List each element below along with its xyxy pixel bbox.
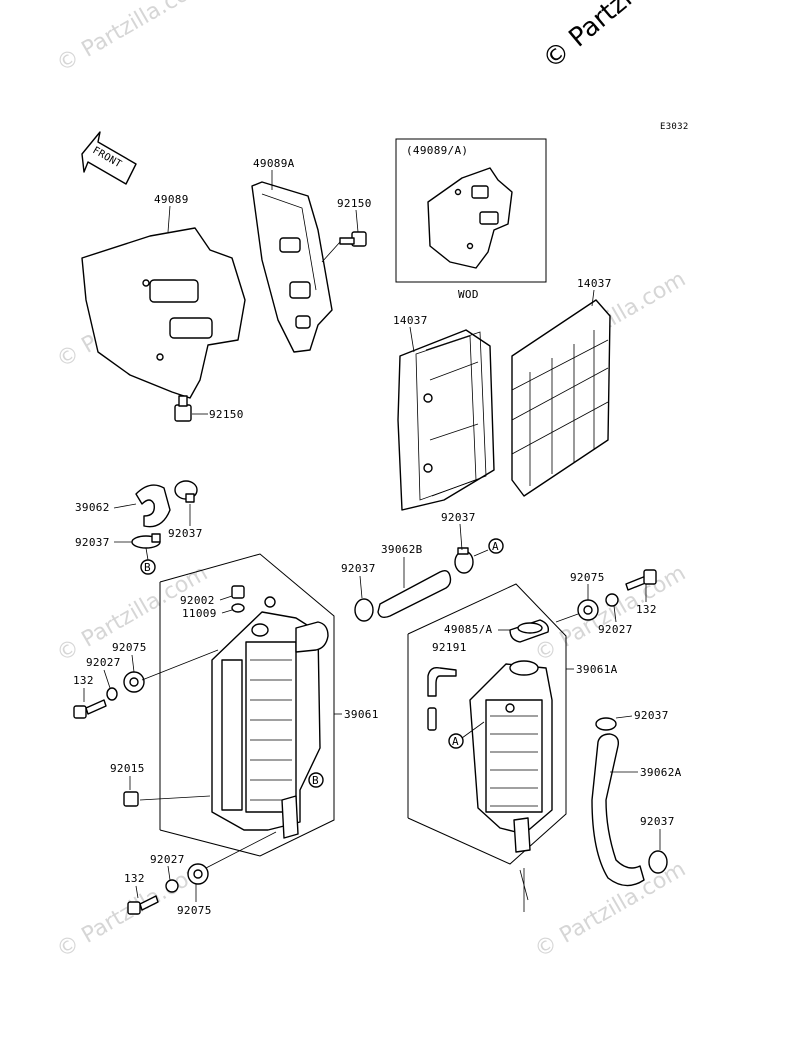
label-92075-c: 92075	[570, 571, 605, 584]
callout-b-2: B	[308, 772, 324, 788]
svg-text:A: A	[452, 735, 459, 748]
bolt-92150-top	[339, 231, 367, 247]
left-radiator-frame	[159, 553, 335, 857]
clamp-92037-c	[454, 547, 474, 574]
clamp-92037-left	[131, 533, 161, 549]
hose-39062a	[591, 733, 645, 887]
radiator-guard-right	[511, 299, 611, 497]
clamp-92037-e	[595, 717, 617, 731]
label-39062: 39062	[75, 501, 110, 514]
collar-92027-b	[165, 879, 179, 893]
bolt-132-b	[127, 895, 159, 915]
diagram-code: E3032	[660, 122, 689, 132]
callout-a-2: A	[448, 733, 464, 749]
svg-text:A: A	[492, 540, 499, 553]
grommet-92075-c	[577, 599, 599, 621]
label-14037-left: 14037	[393, 314, 428, 327]
label-39062a: 39062A	[640, 766, 682, 779]
label-49089a: 49089A	[253, 157, 295, 170]
watermark-text: © Partzilla.com	[531, 561, 691, 668]
clamp-92037-top	[174, 480, 198, 503]
label-92037-f: 92037	[640, 815, 675, 828]
label-92027-a: 92027	[86, 656, 121, 669]
label-92002: 92002	[180, 594, 215, 607]
bolt-132-a	[73, 699, 107, 719]
label-92150-top: 92150	[337, 197, 372, 210]
bolt-132-c	[625, 569, 657, 591]
label-92075-a: 92075	[112, 641, 147, 654]
shroud-49089	[81, 227, 246, 399]
label-92075-b: 92075	[177, 904, 212, 917]
right-radiator-frame	[407, 583, 567, 912]
label-39061a: 39061A	[576, 663, 618, 676]
inset-title: (49089/A)	[406, 144, 468, 157]
svg-text:B: B	[144, 561, 151, 574]
label-92037-a: 92037	[168, 527, 203, 540]
clamp-92037-d	[354, 598, 374, 622]
label-92037-c: 92037	[441, 511, 476, 524]
watermark-main: © Partzilla.com	[537, 0, 710, 75]
callout-b-1: B	[140, 559, 156, 575]
radiator-guard-left	[397, 329, 495, 511]
collar-92027-c	[605, 593, 619, 607]
svg-text:B: B	[312, 774, 319, 787]
label-92037-d: 92037	[341, 562, 376, 575]
label-49085a: 49085/A	[444, 623, 493, 636]
label-92150-bottom: 92150	[209, 408, 244, 421]
watermark-text: © Partzilla.com	[53, 0, 213, 77]
label-92027-c: 92027	[598, 623, 633, 636]
label-92015: 92015	[110, 762, 145, 775]
callout-a-1: A	[488, 538, 504, 554]
label-92037-e: 92037	[634, 709, 669, 722]
shroud-49089a	[251, 181, 333, 353]
bolt-92150-bottom	[174, 395, 192, 422]
label-14037-right: 14037	[577, 277, 612, 290]
label-132-a: 132	[73, 674, 94, 687]
hose-39062b	[377, 569, 452, 619]
hose-39062	[135, 484, 171, 528]
inset-caption: WOD	[458, 288, 479, 301]
tube-92191	[427, 666, 457, 731]
label-39062b: 39062B	[381, 543, 423, 556]
front-arrow-icon: FRONT	[81, 131, 137, 185]
grommet-92075-b	[187, 863, 209, 885]
label-92191: 92191	[432, 641, 467, 654]
label-92027-b: 92027	[150, 853, 185, 866]
drain-bolt-92002	[231, 585, 245, 613]
label-49089: 49089	[154, 193, 189, 206]
label-132-b: 132	[124, 872, 145, 885]
label-132-c: 132	[636, 603, 657, 616]
radiator-cap-49085a	[509, 619, 550, 643]
label-39061: 39061	[344, 708, 379, 721]
inset-box: (49089/A) WOD	[395, 138, 547, 301]
label-92037-b: 92037	[75, 536, 110, 549]
clip-92015	[123, 791, 139, 807]
collar-92027-a	[106, 687, 118, 701]
grommet-92075-a	[123, 671, 145, 693]
left-radiator-39061	[211, 596, 329, 839]
clamp-92037-f	[648, 850, 668, 874]
label-11009: 11009	[182, 607, 217, 620]
right-radiator-39061a	[469, 660, 553, 853]
